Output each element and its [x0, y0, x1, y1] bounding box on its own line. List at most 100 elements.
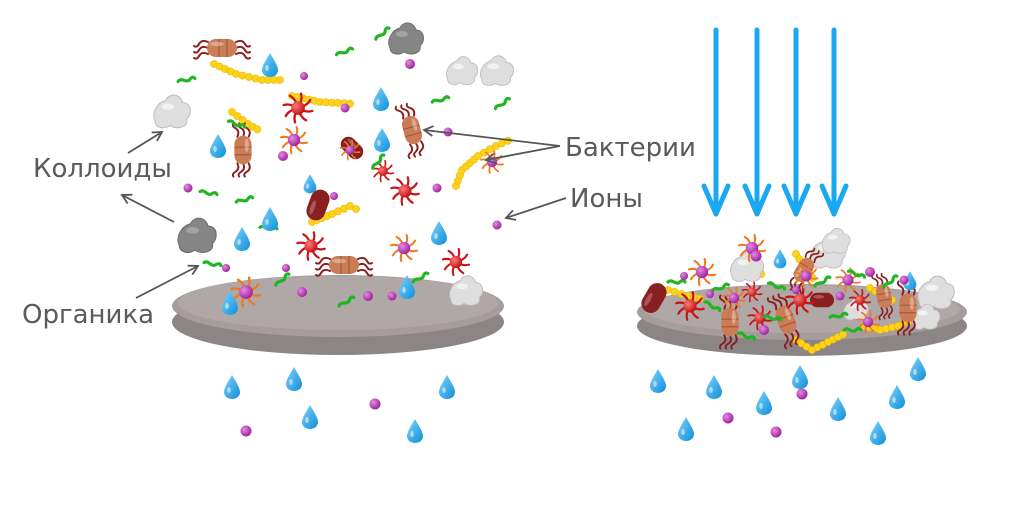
organic-strand	[846, 269, 867, 279]
ion-dot	[792, 286, 800, 294]
ion-dot	[835, 291, 845, 301]
ion-dot	[330, 192, 338, 200]
rod-bacterium	[766, 293, 800, 350]
organic-strand	[842, 326, 863, 333]
colloid-blob	[446, 56, 479, 86]
colloid-blob	[177, 217, 217, 254]
ion-dot	[387, 291, 397, 301]
organic-strand	[493, 96, 511, 111]
rod-bacterium	[394, 102, 425, 160]
spiky-bacterium	[296, 231, 326, 261]
rod-bacterium	[871, 272, 893, 321]
water-drop-icon	[399, 275, 415, 299]
ion-dot	[222, 264, 230, 272]
organic-strand	[882, 274, 899, 289]
pointer-arrow-ions	[504, 197, 567, 221]
spiky-bacterium	[722, 286, 746, 310]
ion-dot	[432, 183, 442, 193]
colloid-blob	[821, 228, 851, 254]
organic-strand	[430, 95, 451, 104]
flow-arrow-icon	[781, 27, 811, 217]
water-drop-icon	[262, 207, 278, 231]
spiky-bacterium	[339, 139, 361, 161]
colloid-blob	[153, 94, 191, 129]
ion-dot	[282, 264, 290, 272]
ion-dot	[240, 425, 252, 437]
organic-strand	[337, 295, 356, 308]
spiky-bacterium	[282, 92, 314, 124]
spiky-bacterium	[675, 291, 705, 321]
spiky-bacterium	[835, 267, 861, 293]
label-ions: Ионы	[570, 184, 643, 214]
water-drop-icon	[224, 375, 240, 399]
rod-bacterium	[896, 280, 917, 336]
water-drop-icon	[431, 221, 447, 245]
rod-bacterium	[231, 122, 252, 178]
ion-dot	[680, 272, 688, 280]
colloid-blob	[911, 304, 941, 330]
organic-strand	[736, 331, 757, 341]
organic-strand	[766, 281, 787, 291]
ion-dot	[759, 325, 769, 335]
water-drop-icon	[773, 249, 787, 269]
organic-strand	[234, 195, 255, 204]
colloid-blob	[917, 275, 955, 310]
ion-dot	[796, 388, 808, 400]
organic-strand	[710, 282, 731, 293]
pointer-arrow-colloid-1	[127, 131, 164, 154]
organic-strand	[813, 275, 832, 288]
ion-dot	[706, 290, 714, 298]
colloid-blob	[449, 275, 484, 306]
colloid-blob	[480, 55, 515, 86]
organic-strand	[226, 119, 247, 129]
water-drop-icon	[210, 134, 226, 158]
colloid-blob	[388, 22, 424, 55]
organic-strand	[411, 271, 430, 284]
dark-rod-bacterium	[810, 292, 834, 308]
flow-arrows	[701, 27, 849, 217]
ion-dot	[297, 287, 307, 297]
spiky-bacterium	[389, 233, 419, 263]
bead-chain	[308, 202, 360, 226]
organic-strand	[828, 311, 849, 319]
pointer-arrow-colloid-2	[120, 193, 175, 223]
organic-strand	[274, 272, 291, 287]
bead-chain	[210, 60, 284, 84]
organic-strand	[334, 46, 355, 57]
spiky-bacterium	[279, 125, 309, 155]
ion-dot	[865, 267, 875, 277]
ion-dot	[722, 412, 734, 424]
label-organics: Органика	[22, 300, 155, 330]
colloids	[153, 22, 955, 330]
water-drop-icon	[889, 385, 905, 409]
water-drop-icon	[303, 174, 317, 194]
spiky-bacterium	[371, 159, 395, 183]
ion-dot	[340, 103, 350, 113]
water-drop-icon	[222, 291, 238, 315]
water-drop-icon	[870, 421, 886, 445]
water-drop-icon	[678, 417, 694, 441]
ion-dot	[492, 220, 502, 230]
spiky-bacterium	[687, 257, 717, 287]
ion-dot	[405, 59, 415, 69]
ion-dot	[750, 250, 762, 262]
water-drops	[210, 53, 926, 445]
ion-dot	[300, 72, 308, 80]
ion-dot	[363, 291, 373, 301]
dark-rod-bacterium	[306, 189, 330, 221]
water-drop-icon	[439, 375, 455, 399]
spiky-bacteria	[230, 92, 880, 334]
label-bacteria: Бактерии	[565, 133, 696, 163]
spiky-bacterium	[785, 285, 815, 315]
water-drop-icon	[756, 391, 772, 415]
water-drop-icon	[234, 227, 250, 251]
water-drop-icon	[706, 375, 722, 399]
water-drop-icon	[262, 53, 278, 77]
ion-dot	[770, 426, 782, 438]
spiky-bacterium	[230, 276, 262, 308]
rod-bacterium	[193, 39, 251, 60]
flow-arrow-icon	[819, 27, 849, 217]
spiky-bacterium	[441, 247, 471, 277]
organic-strand	[202, 260, 223, 268]
